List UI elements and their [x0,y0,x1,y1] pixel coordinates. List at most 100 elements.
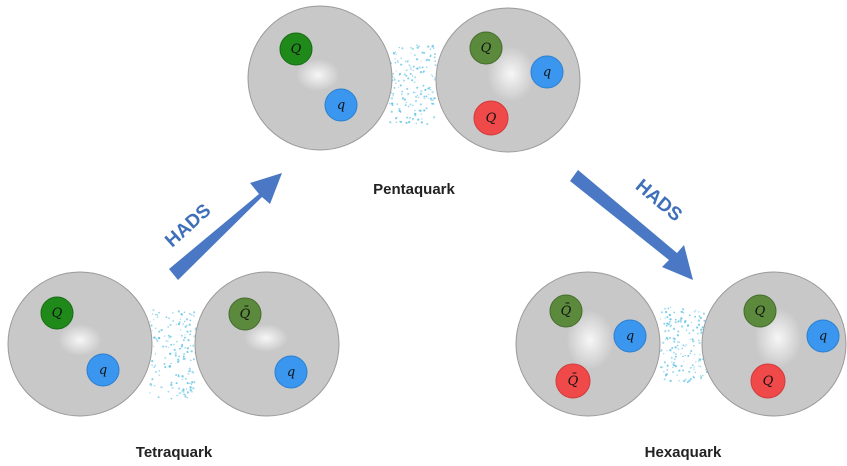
cloud-dot [169,323,172,326]
cloud-dot [673,340,676,343]
cloud-dot [165,340,168,342]
cloud-dot [420,60,422,62]
cloud-dot [151,330,153,332]
cloud-dot [697,319,701,322]
cloud-dot [185,318,189,321]
cloud-dot [671,357,673,359]
cloud-dot [156,339,159,342]
light-quark [613,319,647,353]
gluon-glow [566,310,614,370]
cloud-dot [393,78,396,81]
cloud-dot [411,117,414,120]
cloud-dot [699,316,702,320]
cloud-dot [394,51,397,53]
cloud-dot [663,370,665,373]
cloud-dot [671,356,673,358]
cloud-dot [412,69,414,72]
cloud-dot [664,338,667,340]
cloud-dot [182,355,185,358]
cloud-dot [399,120,401,123]
cloud-dot [698,341,701,345]
cloud-dot [392,92,395,95]
cloud-dot [413,54,416,57]
cloud-dot [666,316,669,319]
gluon-glow [296,59,340,91]
cloud-dot [167,334,170,337]
cloud-dot [160,329,163,332]
cloud-dot [177,387,181,390]
gluon-glow [487,46,535,102]
cloud-dot [699,365,702,368]
cloud-dot [660,366,663,369]
cloud-dot [156,313,158,316]
cloud-dot [410,52,412,54]
cloud-dot [415,58,419,61]
cloud-dot [430,74,433,76]
cloud-dot [405,69,407,71]
cloud-dot [682,311,685,314]
cloud-dot [401,98,404,100]
cloud-dot [165,345,167,348]
cloud-dot [423,95,426,98]
cloud-dot [405,121,408,124]
heavy-quark-label: Q [481,41,492,56]
cloud-dot [692,340,695,343]
cloud-dot [176,340,178,343]
cloud-dot [189,319,192,322]
cloud-dot [431,45,434,48]
cloud-dot [671,346,674,350]
cloud-dot [426,58,429,61]
cloud-dot [179,329,182,331]
cloud-dot [187,339,190,342]
cloud-dot [407,105,410,108]
cloud-dot [389,102,391,105]
cloud-dot [193,314,195,316]
cloud-dot [700,376,703,379]
cloud-dot [693,311,696,313]
cloud-dot [693,366,695,368]
cloud-dot [181,378,184,381]
cloud-dot [167,346,169,349]
light-quark [324,88,358,122]
cloud-dot [406,60,409,63]
cloud-dot [702,374,704,377]
cloud-dot [393,51,395,54]
cloud-dot [690,350,693,352]
cloud-dot [404,104,407,106]
cloud-dot [681,347,683,350]
heavy-quark [40,296,74,330]
cloud-dot [702,312,705,315]
cloud-dot [418,66,421,69]
cloud-dot [424,88,427,92]
cloud-dot [694,315,696,318]
cloud-dot [668,336,672,339]
cloud-dot [408,64,411,67]
cloud-dot [395,116,398,119]
cloud-dot [669,325,672,328]
cloud-dot [416,86,419,89]
cloud-dot [400,63,403,66]
cloud-dot [189,333,192,336]
cloud-dot [428,59,431,62]
cloud-dot [402,79,405,82]
cloud-dot [663,322,666,325]
cloud-dot [397,86,400,89]
cloud-dot [696,332,699,335]
cloud-dot [192,387,195,390]
cloud-dot [420,90,423,93]
cloud-dot [676,344,679,347]
cloud-dot [677,348,680,350]
cloud-dot [390,97,394,100]
cloud-dot [667,307,670,310]
cloud-dot [390,110,393,113]
cloud-dot [184,334,186,336]
cloud-dot [187,372,190,375]
cloud-dot [398,109,401,113]
cloud-dot [423,97,426,100]
cloud-dot [419,103,422,106]
cloud-dot [170,336,172,338]
cloud-dot [393,87,396,89]
cloud-dot [674,364,677,368]
cloud-dot [180,345,183,348]
cloud-dot [407,92,410,95]
